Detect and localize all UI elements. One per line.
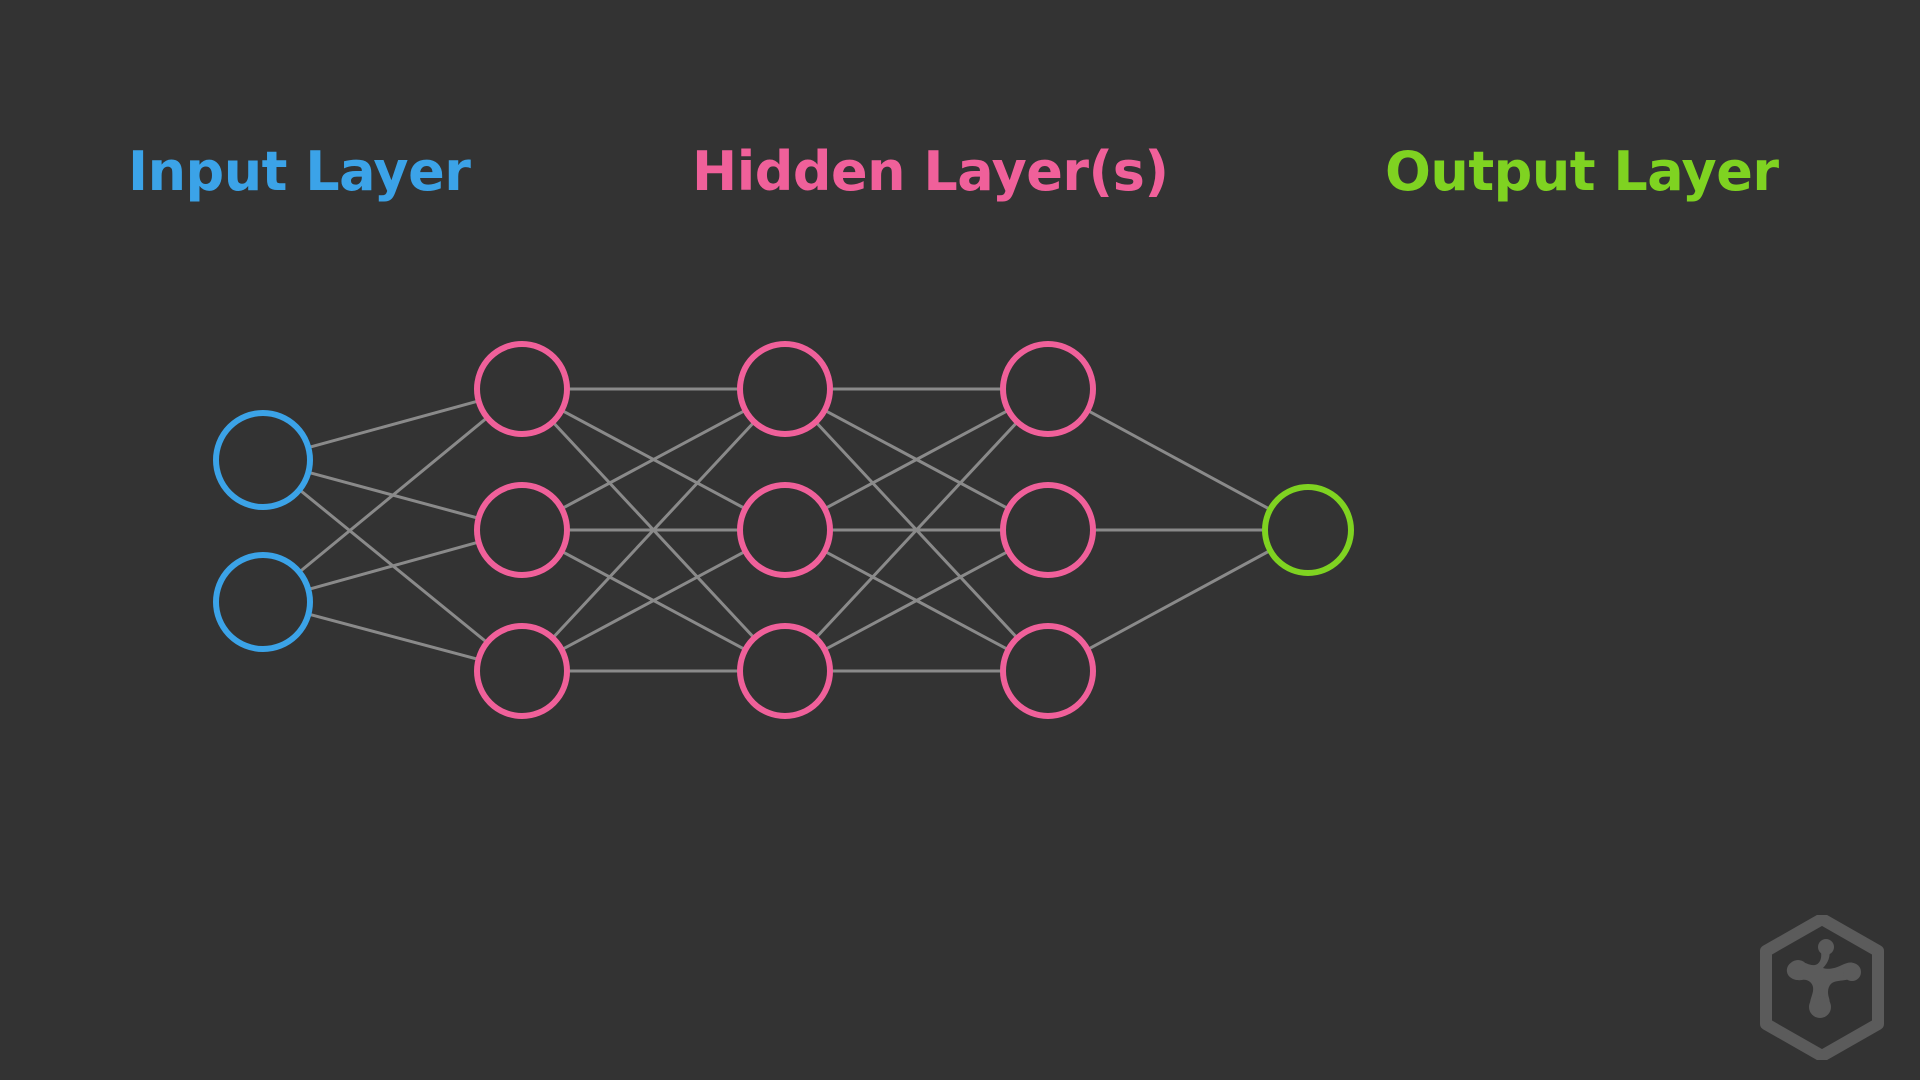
nodes-group: [213, 341, 1354, 719]
node-hidden-1-3[interactable]: [474, 623, 570, 719]
node-hidden-2-3[interactable]: [737, 623, 833, 719]
edge-hidden-1-2-to-hidden-2-0: [551, 420, 756, 640]
output-layer-label: Output Layer: [1385, 140, 1779, 203]
node-hidden-2-1[interactable]: [737, 341, 833, 437]
node-input-1[interactable]: [213, 410, 313, 510]
node-hidden-3-1[interactable]: [1000, 341, 1096, 437]
input-layer-label: Input Layer: [128, 140, 471, 203]
edge-input-0-to-hidden-1-0: [307, 399, 479, 450]
edge-hidden-3-2-to-output-0: [1086, 549, 1271, 651]
node-input-2[interactable]: [213, 552, 313, 652]
node-hidden-3-2[interactable]: [1000, 482, 1096, 578]
edge-hidden-1-1-to-hidden-2-0: [560, 408, 747, 511]
edge-hidden-2-2-to-hidden-3-0: [814, 420, 1019, 640]
node-hidden-3-3[interactable]: [1000, 623, 1096, 719]
edge-input-1-to-hidden-1-1: [307, 540, 480, 591]
edge-hidden-2-1-to-hidden-3-0: [823, 408, 1010, 511]
edges-group: [298, 387, 1271, 673]
hidden-layer-label: Hidden Layer(s): [692, 140, 1169, 203]
edge-input-1-to-hidden-1-0: [298, 416, 489, 574]
edge-input-1-to-hidden-1-2: [308, 612, 479, 661]
node-output-1[interactable]: [1262, 484, 1354, 576]
edge-hidden-3-0-to-output-0: [1086, 409, 1271, 511]
edge-hidden-1-2-to-hidden-2-1: [560, 549, 747, 652]
edge-hidden-2-2-to-hidden-3-1: [823, 549, 1010, 652]
node-hidden-1-1[interactable]: [474, 341, 570, 437]
node-hidden-1-2[interactable]: [474, 482, 570, 578]
hexagon-neuron-logo-icon: [1760, 915, 1884, 1060]
node-hidden-2-2[interactable]: [737, 482, 833, 578]
